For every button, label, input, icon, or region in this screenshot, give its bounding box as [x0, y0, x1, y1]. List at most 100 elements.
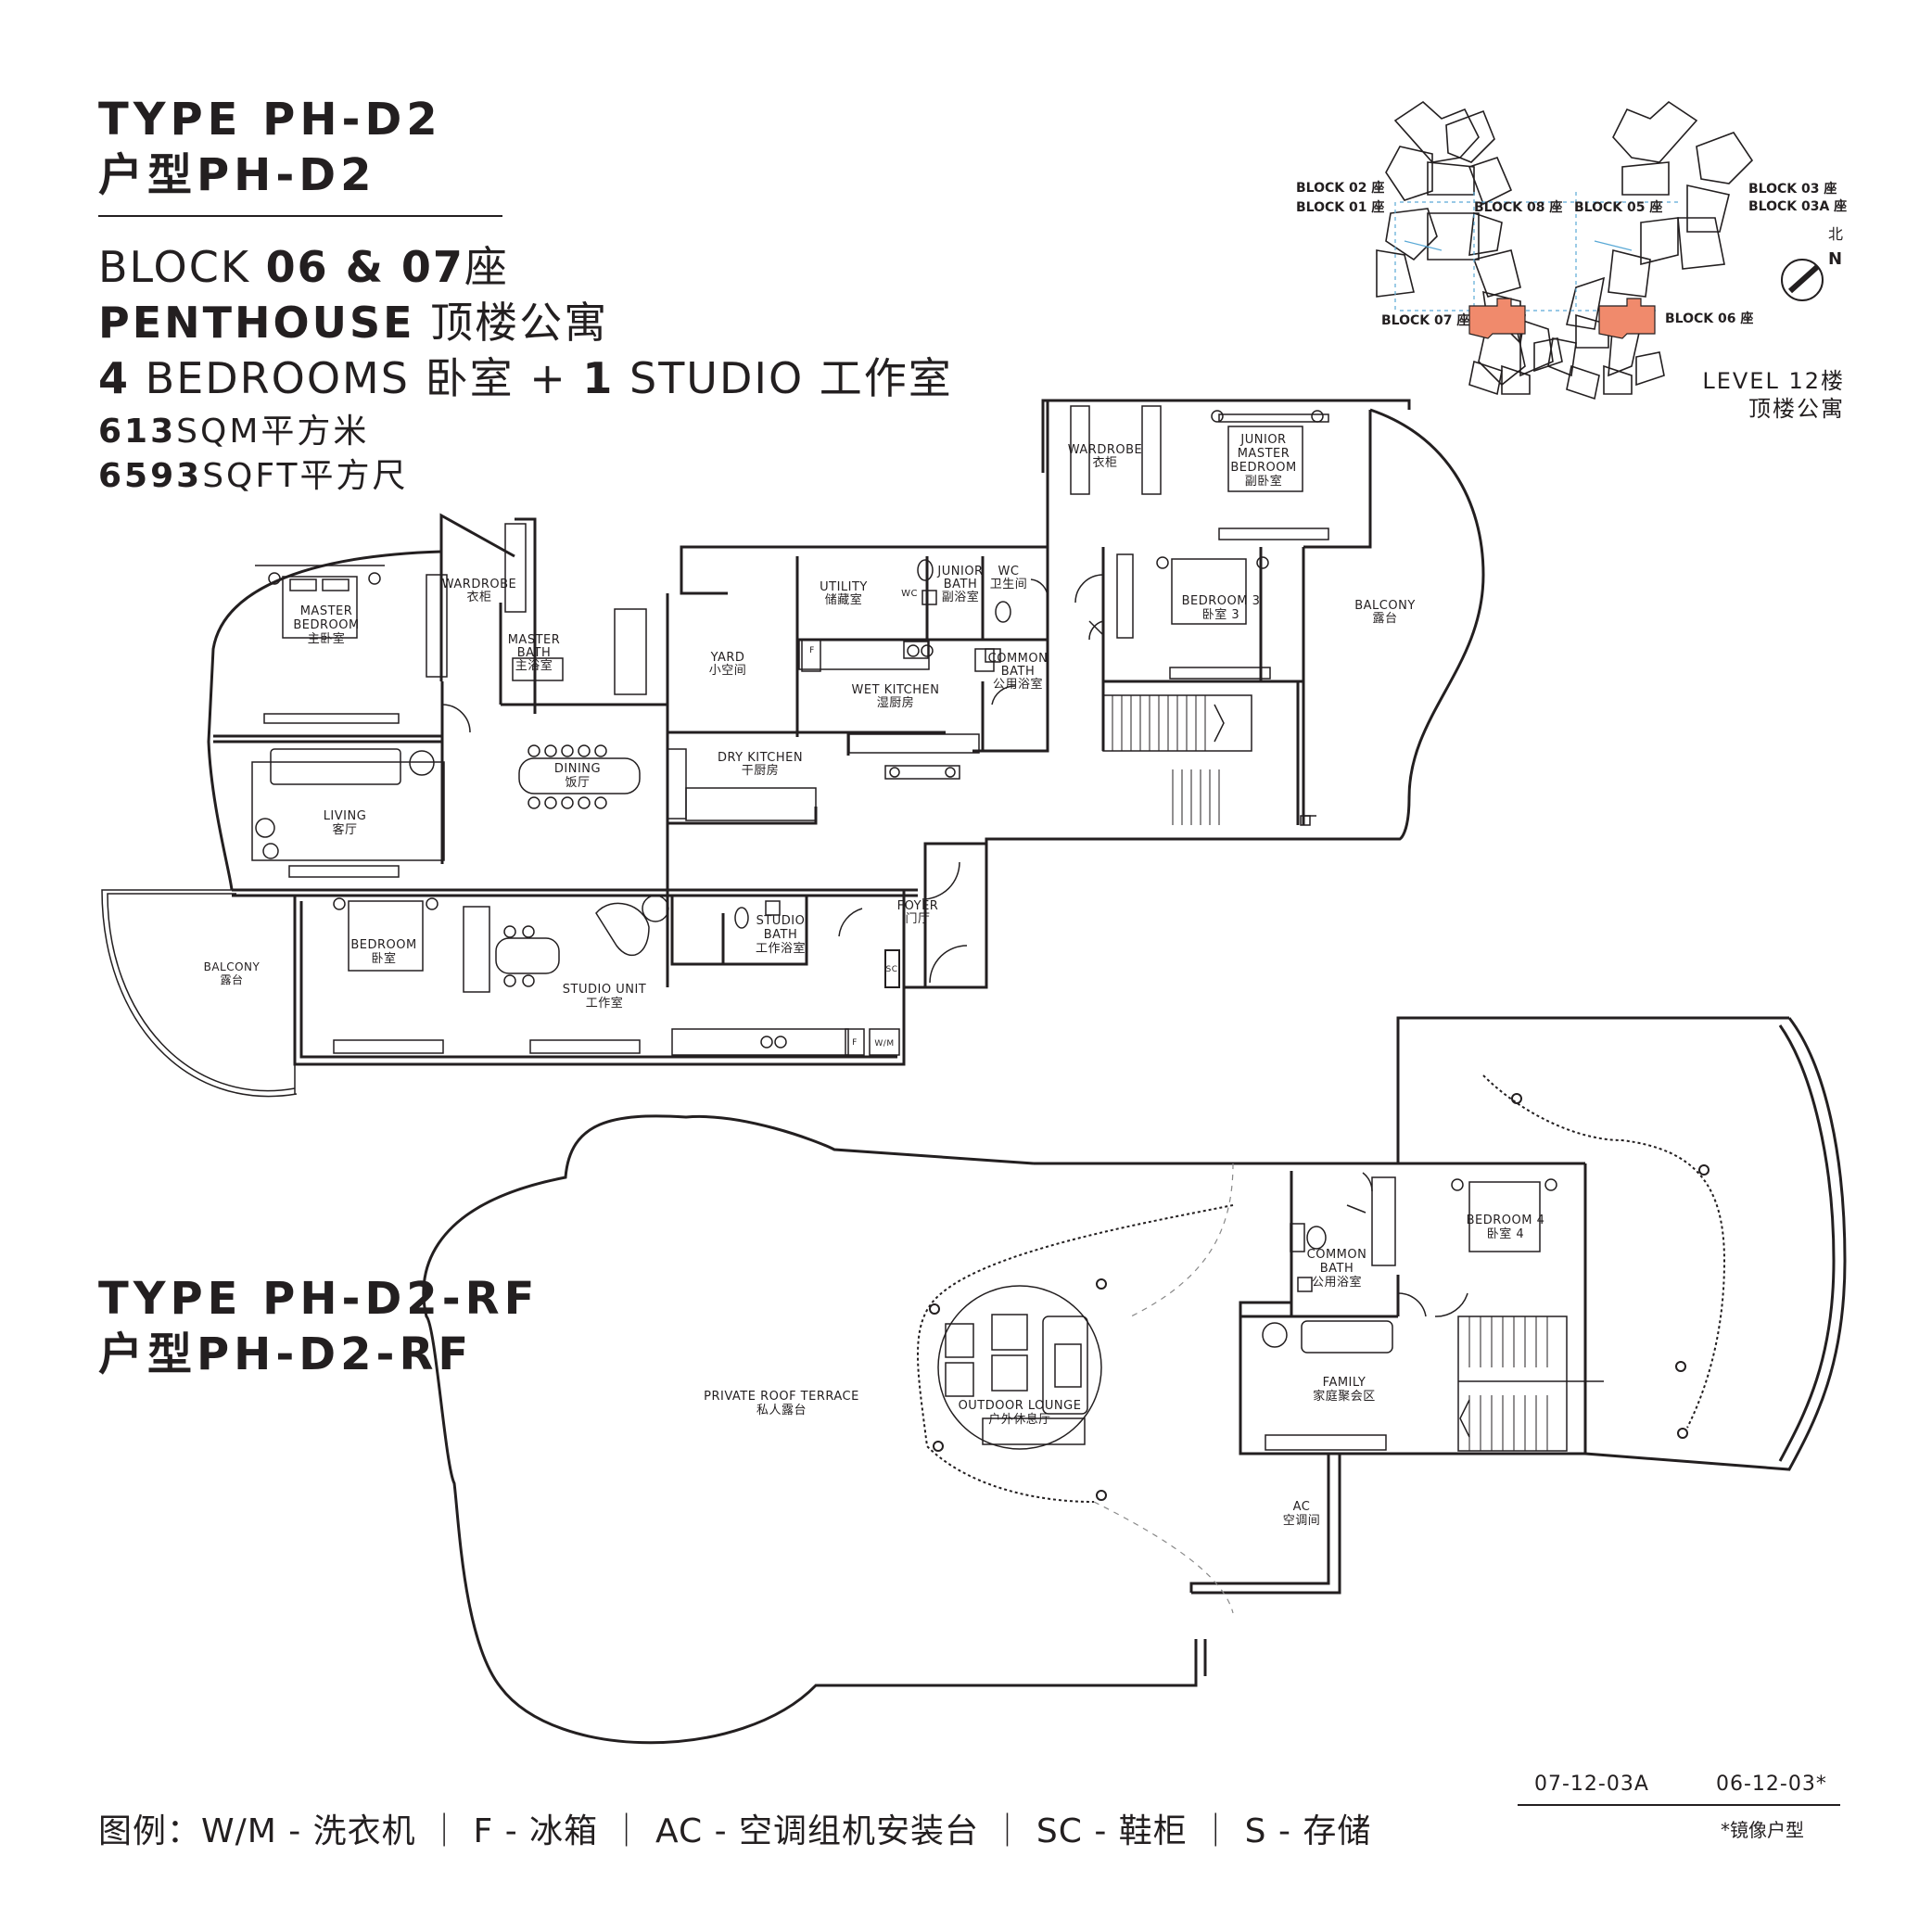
room-label-roof-rooms-terrace-1: 私人露台 [756, 1404, 807, 1417]
room-label-rooms-wm: W/M [874, 1039, 894, 1049]
highlight-block-07 [1468, 298, 1526, 339]
mirror-note: *镜像户型 [1721, 1819, 1804, 1841]
key-plan-labels: BLOCK 02 座 BLOCK 01 座 BLOCK 08 座 BLOCK 0… [1296, 180, 1847, 328]
title-divider [98, 215, 502, 217]
room-label-rooms-foyer-1: 门厅 [905, 912, 930, 926]
block-03-label: BLOCK 03 座 [1748, 181, 1837, 197]
room-label-rooms-master-bedroom-0: MASTER [300, 604, 353, 618]
room-label-roof-rooms-family-1: 家庭聚会区 [1313, 1389, 1376, 1404]
block-05-label: BLOCK 05 座 [1574, 199, 1662, 215]
upper-plan-labels: WARDROBE 衣柜 JUNIOR MASTER BEDROOM 副卧室 BA… [204, 433, 1416, 1049]
block-01-label: BLOCK 01 座 [1296, 199, 1384, 215]
unit-code-divider [1518, 1804, 1840, 1806]
room-label-roof-rooms-bedroom4-1: 卧室 4 [1487, 1227, 1524, 1241]
room-label-rooms-wardrobe-left-1: 衣柜 [466, 590, 491, 604]
room-label-rooms-wc-1: 卫生间 [990, 578, 1028, 591]
room-label-rooms-master-bedroom-1: BEDROOM [293, 618, 359, 632]
room-label-rooms-sc: SC [886, 965, 898, 974]
roof-title-en: TYPE PH-D2-RF [98, 1273, 540, 1325]
area-sqm: 613SQM平方米 [98, 413, 370, 451]
room-label-rooms-balcony-right-0: BALCONY [1354, 599, 1416, 613]
room-label-rooms-wc-small: WC [901, 589, 918, 599]
key-plan [1376, 100, 1824, 400]
block-02-label: BLOCK 02 座 [1296, 180, 1384, 196]
penthouse-line: PENTHOUSE 顶楼公寓 [98, 298, 609, 348]
room-label-rooms-utility-1: 储藏室 [825, 592, 863, 607]
compass-icon [1781, 259, 1824, 301]
room-label-rooms-wet-kitchen-1: 湿厨房 [877, 695, 915, 710]
room-label-rooms-f1: F [852, 1038, 858, 1048]
type-title-en: TYPE PH-D2 [98, 94, 442, 146]
compass-cn: 北 [1828, 225, 1843, 243]
room-label-rooms-junior-bath-1: BATH [944, 578, 978, 591]
room-label-rooms-utility-0: UTILITY [820, 580, 868, 594]
unit-code-b: 06-12-03* [1716, 1773, 1827, 1796]
upper-plan-furniture [251, 405, 1329, 1056]
room-label-rooms-master-bath-0: MASTER [508, 633, 561, 647]
room-label-rooms-bedroom3-1: 卧室 3 [1202, 607, 1239, 622]
compass-en: N [1828, 249, 1842, 269]
room-label-rooms-studio-unit-0: STUDIO UNIT [563, 983, 646, 997]
roof-plan-furniture [937, 1172, 1604, 1452]
room-label-roof-rooms-ac-1: 空调间 [1283, 1514, 1321, 1528]
upper-plan-walls [207, 399, 1485, 1066]
room-label-rooms-wet-kitchen-0: WET KITCHEN [852, 683, 940, 697]
key-plan-right-cluster [1547, 100, 1754, 400]
room-label-rooms-balcony-left-0: BALCONY [204, 960, 261, 973]
room-label-rooms-studio-unit-1: 工作室 [586, 996, 624, 1010]
block-08-label: BLOCK 08 座 [1474, 199, 1562, 215]
room-label-rooms-living-0: LIVING [324, 809, 367, 823]
room-label-rooms-yard-0: YARD [710, 651, 745, 665]
room-label-rooms-bedroom-0: BEDROOM [350, 938, 416, 952]
block-06-label: BLOCK 06 座 [1665, 311, 1753, 326]
room-label-roof-rooms-ac-0: AC [1293, 1500, 1311, 1514]
key-plan-left-cluster [1376, 100, 1563, 396]
room-label-rooms-dining-1: 饭厅 [565, 776, 590, 790]
room-label-roof-rooms-outdoor-lounge-0: OUTDOOR LOUNGE [959, 1399, 1082, 1413]
roof-plan-dashed [917, 1074, 1726, 1503]
room-label-rooms-wc-0: WC [998, 565, 1020, 578]
room-label-rooms-living-1: 客厅 [332, 822, 357, 837]
room-label-rooms-junior-master-1: MASTER [1238, 447, 1290, 461]
room-label-rooms-studio-bath-0: STUDIO [756, 914, 806, 928]
legend: 图例：W/M - 洗衣机 ｜ F - 冰箱 ｜ AC - 空调组机安装台 ｜ S… [98, 1812, 1372, 1850]
room-label-roof-rooms-family-0: FAMILY [1323, 1376, 1366, 1390]
bedrooms-line: 4 BEDROOMS 卧室 + 1 STUDIO 工作室 [98, 353, 953, 403]
room-label-rooms-common-bath-2: 公用浴室 [993, 677, 1043, 692]
level-label: LEVEL 12楼 顶楼公寓 [1702, 368, 1845, 422]
block-07-label: BLOCK 07 座 [1381, 312, 1469, 328]
type-title-cn: 户型PH-D2 [98, 149, 376, 201]
room-label-rooms-yard-1: 小空间 [709, 664, 747, 678]
room-label-rooms-bedroom3-0: BEDROOM 3 [1182, 594, 1261, 608]
highlight-block-06 [1598, 298, 1656, 339]
room-label-roof-rooms-common-bath-2: 公用浴室 [1312, 1275, 1362, 1290]
room-label-rooms-junior-bath-2: 副浴室 [942, 590, 980, 604]
room-label-rooms-dry-kitchen-1: 干厨房 [742, 763, 780, 778]
block-03a-label: BLOCK 03A 座 [1748, 198, 1847, 214]
room-label-rooms-bedroom-1: 卧室 [371, 951, 396, 966]
room-label-rooms-dry-kitchen-0: DRY KITCHEN [718, 751, 803, 765]
roof-plan-labels: PRIVATE ROOF TERRACE 私人露台 OUTDOOR LOUNGE… [704, 1214, 1544, 1528]
room-label-roof-rooms-common-bath-0: COMMON [1307, 1248, 1367, 1262]
balcony-left [101, 889, 298, 1098]
roof-title-cn: 户型PH-D2-RF [98, 1328, 474, 1380]
room-label-rooms-f2: F [809, 646, 815, 655]
roof-plan-walls [422, 1016, 1847, 1745]
room-label-roof-rooms-terrace-0: PRIVATE ROOF TERRACE [704, 1390, 859, 1404]
room-label-rooms-master-bath-1: BATH [517, 646, 552, 660]
room-label-rooms-foyer-0: FOYER [897, 899, 939, 913]
room-label-rooms-junior-master-0: JUNIOR [1239, 433, 1286, 447]
room-label-rooms-studio-bath-1: BATH [764, 928, 798, 942]
room-label-roof-rooms-bedroom4-0: BEDROOM 4 [1467, 1214, 1545, 1227]
room-label-rooms-junior-master-3: 副卧室 [1245, 474, 1283, 489]
room-label-rooms-common-bath-1: BATH [1001, 665, 1036, 679]
unit-code-a: 07-12-03A [1534, 1773, 1649, 1796]
room-label-roof-rooms-common-bath-1: BATH [1320, 1262, 1354, 1276]
room-label-rooms-wardrobe-left-0: WARDROBE [442, 578, 516, 591]
room-label-rooms-junior-master-2: BEDROOM [1230, 461, 1296, 475]
room-label-roof-rooms-outdoor-lounge-1: 户外休息厅 [988, 1412, 1051, 1427]
room-label-rooms-common-bath-0: COMMON [988, 652, 1049, 666]
block-line: BLOCK 06 & 07座 [98, 242, 509, 292]
room-label-rooms-balcony-left-1: 露台 [220, 972, 243, 986]
